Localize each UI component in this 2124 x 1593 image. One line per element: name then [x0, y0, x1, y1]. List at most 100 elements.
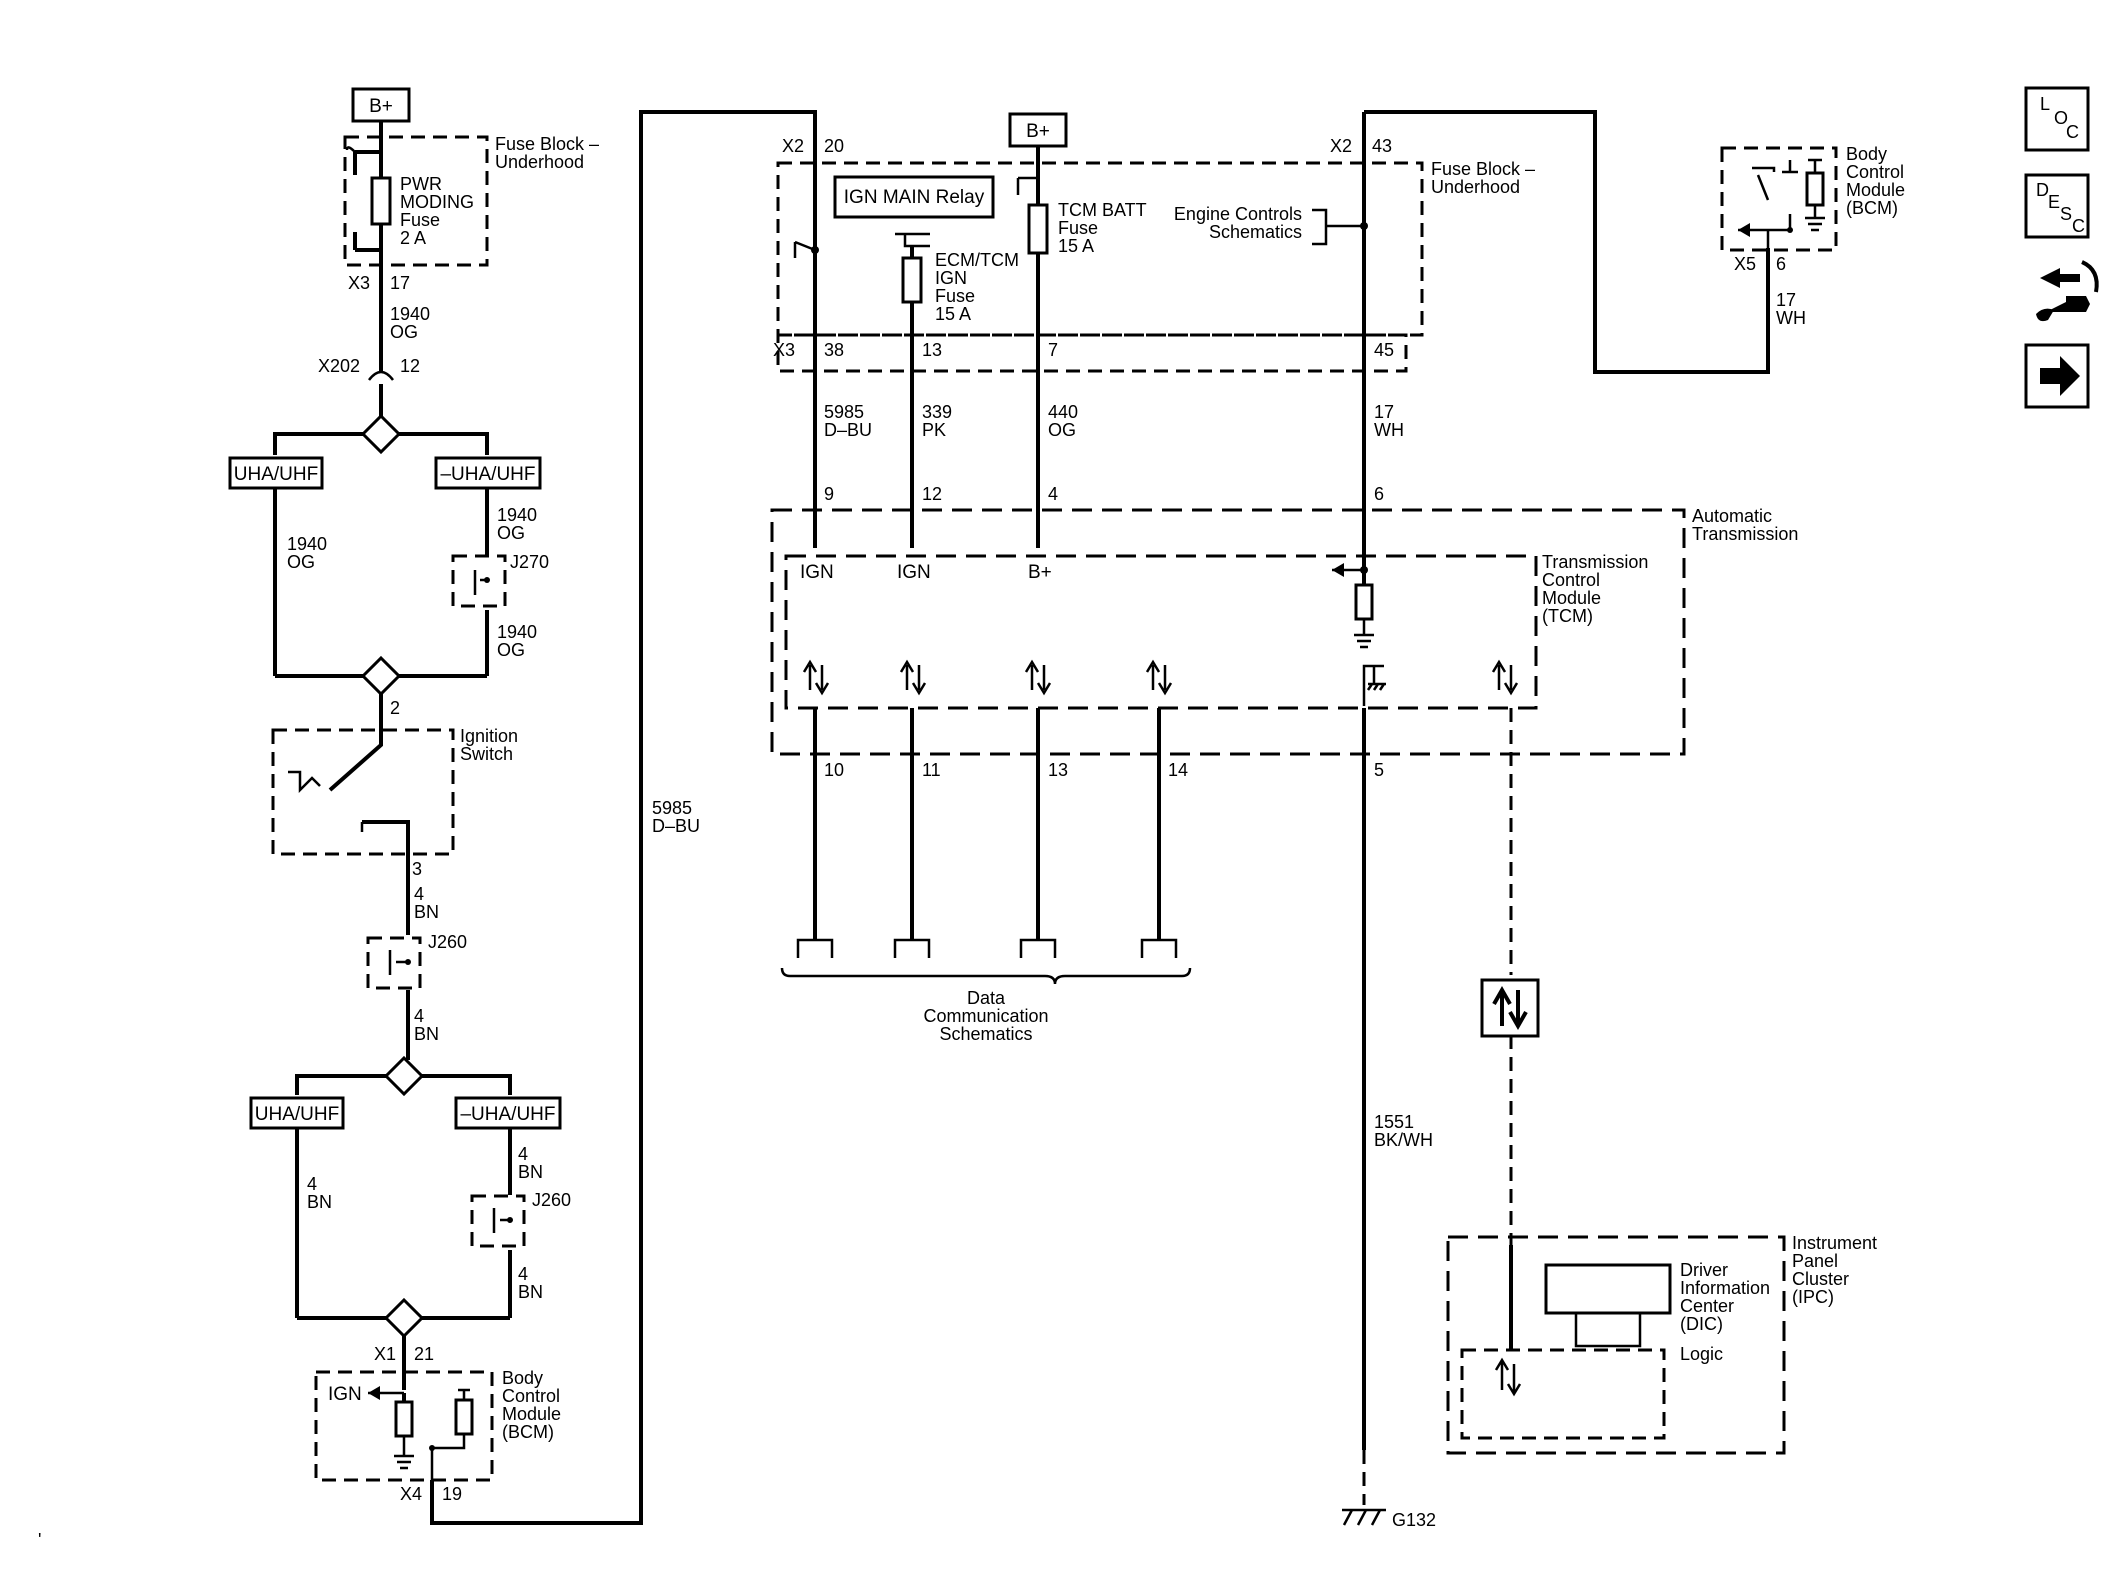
ignition-switch-line1: Ignition	[460, 726, 518, 746]
ignition-pin-out: 3	[412, 859, 422, 879]
wire-a-circuit: 5985	[824, 402, 864, 422]
svg-text:UHA/UHF: UHA/UHF	[255, 1104, 339, 1125]
pwr-moding-fuse-symbol	[370, 176, 392, 226]
j260-a-connector	[366, 936, 422, 990]
dic-display	[1544, 1263, 1672, 1315]
ecm-fuse-line4: 15 A	[935, 304, 971, 324]
splice-diamond-4	[383, 1297, 425, 1339]
tcm-pulldown-resistor	[1354, 583, 1374, 621]
ecm-fuse-line1: ECM/TCM	[935, 250, 1019, 270]
ground-circuit: 1551	[1374, 1112, 1414, 1132]
wire-d-color: WH	[1374, 420, 1404, 440]
fuse-block-center-lower-box	[776, 333, 1408, 373]
tcm-ign-1: IGN	[800, 562, 834, 583]
fuse-center-title-1: Fuse Block –	[1431, 159, 1535, 179]
lower-w8-color: BN	[518, 1162, 543, 1182]
auto-trans-line1: Automatic	[1692, 506, 1772, 526]
lower-w9-color: BN	[518, 1282, 543, 1302]
bcm-right-pin: 6	[1776, 254, 1786, 274]
fuse-center-title-2: Underhood	[1431, 177, 1520, 197]
svg-text:–UHA/UHF: –UHA/UHF	[460, 1104, 555, 1125]
lower-w9-circuit: 4	[518, 1264, 528, 1284]
serial-data-arrow-box	[1480, 978, 1540, 1038]
x1-pin: 21	[414, 1344, 434, 1364]
wire-c-color: OG	[1048, 420, 1076, 440]
ipc-line1: Instrument	[1792, 1233, 1877, 1253]
bcm-left-box	[314, 1370, 494, 1482]
nav-desc-d: D	[2036, 180, 2049, 200]
nav-desc-s: S	[2060, 204, 2072, 224]
tcm-pin-13: 13	[1048, 760, 1068, 780]
lower-w7-circuit: 4	[307, 1174, 317, 1194]
dic-line2: Information	[1680, 1278, 1770, 1298]
fuse-block-left-title-2: Underhood	[495, 152, 584, 172]
bcm-right-x5: X5	[1734, 254, 1756, 274]
lower-w5-circuit: 4	[414, 884, 424, 904]
pin-38: 38	[824, 340, 844, 360]
nav-loc-o: O	[2054, 108, 2068, 128]
tcm-pin-12: 12	[922, 484, 942, 504]
j260-b-label: J260	[532, 1190, 571, 1210]
wire-17-wh-to-bcm	[1364, 110, 1770, 374]
lower-w5-color: BN	[414, 902, 439, 922]
wire-c-circuit: 440	[1048, 402, 1078, 422]
ecm-tcm-ign-fuse-symbol	[901, 256, 923, 304]
left-w1-color: OG	[390, 322, 418, 342]
bcm-right-color: WH	[1776, 308, 1806, 328]
data-comm-line2: Communication	[923, 1006, 1048, 1026]
bcm-left-line3: Module	[502, 1404, 561, 1424]
ignition-switch-line2: Switch	[460, 744, 513, 764]
tcm-pin-5: 5	[1374, 760, 1384, 780]
j270-label: J270	[510, 552, 549, 572]
bcm-left-line4: (BCM)	[502, 1422, 554, 1442]
x2-left-label: X2	[782, 136, 804, 156]
splice-diamond-3	[383, 1055, 425, 1097]
wire-a-color: D–BU	[824, 420, 872, 440]
page-mark: '	[38, 1530, 41, 1550]
tcm-line1: Transmission	[1542, 552, 1648, 572]
engine-controls-line2: Schematics	[1209, 222, 1302, 242]
svg-text:UHA/UHF: UHA/UHF	[234, 464, 318, 485]
dic-line4: (DIC)	[1680, 1314, 1723, 1334]
tcm-line3: Module	[1542, 588, 1601, 608]
x2-right-pin: 43	[1372, 136, 1392, 156]
splice-diamond-2	[360, 655, 402, 697]
ground-g132-symbol	[1342, 1508, 1386, 1526]
left-w3-color: OG	[497, 523, 525, 543]
ground-label: G132	[1392, 1510, 1436, 1530]
svg-text:B+: B+	[1026, 121, 1050, 142]
j270-connector	[451, 554, 507, 608]
uha-right-upper-badge: –UHA/UHF	[434, 456, 542, 490]
tcm-pin-10: 10	[824, 760, 844, 780]
pin-45: 45	[1374, 340, 1394, 360]
lower-w8-circuit: 4	[518, 1144, 528, 1164]
nav-desc-c: C	[2072, 216, 2085, 236]
bcm-left-x4-pin: 19	[442, 1484, 462, 1504]
tcm-pin-9: 9	[824, 484, 834, 504]
x202-label: X202	[318, 356, 360, 376]
svg-text:–UHA/UHF: –UHA/UHF	[440, 464, 535, 485]
ground-color: BK/WH	[1374, 1130, 1433, 1150]
next-arrow-button[interactable]	[2024, 343, 2090, 409]
nav-desc-button[interactable]: D E S C	[2024, 173, 2090, 239]
fuse-block-center-box	[776, 161, 1424, 337]
tcm-pin-14: 14	[1168, 760, 1188, 780]
bplus-left-label: B+	[369, 96, 393, 117]
nav-loc-button[interactable]: L O C	[2024, 86, 2090, 152]
wire-b-circuit: 339	[922, 402, 952, 422]
j260-b-connector	[470, 1194, 526, 1248]
ipc-logic-box	[1460, 1348, 1666, 1440]
fuse-left-connector: X3	[348, 273, 370, 293]
nav-loc-l: L	[2040, 94, 2050, 114]
uha-left-upper-badge: UHA/UHF	[228, 456, 324, 490]
automatic-transmission-box	[770, 508, 1686, 756]
data-comm-line3: Schematics	[939, 1024, 1032, 1044]
fuse-block-left-title-1: Fuse Block –	[495, 134, 599, 154]
connector-wrench-icon[interactable]	[2036, 260, 2099, 322]
tcm-line4: (TCM)	[1542, 606, 1593, 626]
loop-wire-circuit: 5985	[652, 798, 692, 818]
j260-a-label: J260	[428, 932, 467, 952]
tcm-line2: Control	[1542, 570, 1600, 590]
ign-main-relay-badge: IGN MAIN Relay	[833, 175, 995, 219]
